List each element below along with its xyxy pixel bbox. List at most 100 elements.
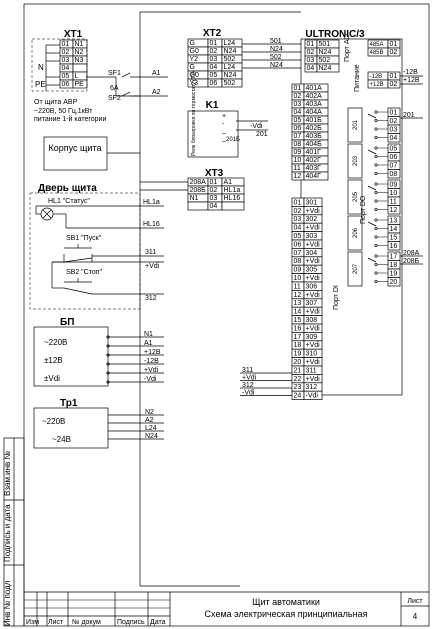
ultronic-do-pin: 02 [390,118,398,125]
ultronic-di-wire: 305 [306,267,318,274]
xt3-row-wire-in: 208А [190,179,207,186]
ultronic-do-relay-symbol [367,185,377,191]
ultronic-di-pin: 17 [294,334,302,341]
ultronic-di-pin: 01 [294,199,302,206]
ultronic-ai-pin: 11 [294,165,301,172]
door-sb2-label: SB2 "Стоп" [66,269,103,276]
tr1-output-label: N24 [145,433,158,440]
ultronic-di-pin: 14 [294,309,302,316]
k1-out-201: 201 [256,131,268,138]
ultronic-ai-pin: 04 [294,109,302,116]
ultronic-ai-wire: 402А [306,93,323,100]
ultronic-ao-wire: 502 [319,57,331,64]
xt1-title: XT1 [64,29,83,40]
ultronic-di-wire: 306 [306,283,318,290]
xt1-terminal-wire: PE [75,81,85,88]
xt2-row-signal: G0 [190,48,199,55]
ultronic-di-pin: 03 [294,216,302,223]
door-wire-vdi: +Vdi [145,263,160,270]
bp-output-label: N1 [144,331,153,338]
ultronic-do-group-label: 207 [353,263,359,274]
tr1-output-label: N2 [145,409,154,416]
side-label-inv: Инв № подл [3,580,12,626]
ultronic-do-group-box [347,251,363,287]
xt2-row-signal: Y2 [190,56,199,63]
ultronic-ai-wire: 401А [306,85,323,92]
ultronic-rs485-label: 485В [370,50,384,56]
bp-output-label: +12В [144,349,161,356]
ultronic-rs485-pin: 01 [390,41,398,48]
ultronic-do-group-label: 206 [353,227,359,238]
xt3-title: XT3 [205,168,224,179]
xt3-row-wire-in: N1 [190,195,199,202]
bp-output-pin [106,335,110,339]
door-wire-hl16: HL16 [143,221,160,228]
sheet-frame [23,3,430,627]
door-hl-label: HL1 "Статус" [48,198,90,205]
xt2-row-signal: G [190,40,195,47]
ultronic-rs485-pin: 02 [390,49,398,56]
tr1-output-label: A2 [145,417,154,424]
xt3-row-number: 04 [210,203,218,210]
door-wire-311: 311 [145,249,156,256]
xt1-terminal-wire: N2 [75,49,84,56]
ultronic-di-wire: +Vdi [306,241,321,248]
xt2-title: XT2 [203,28,222,39]
ultronic-ao-pin: 02 [307,49,315,56]
ultronic-pit-label: Питание [354,64,361,92]
ultronic-pit-label: -12В [370,74,383,80]
ultronic-di-wire: +Vdi [306,258,321,265]
door-title: Дверь щита [38,183,97,194]
xt1-note-2: ~220В, 50 Гц,1кВт [34,108,93,115]
korpus-label-1: Корпус щита [49,143,102,153]
ultronic-ai-wire: 403А [306,101,323,108]
xt2-row-number: 04 [210,64,218,71]
ultronic-ao-wire: 501 [319,41,331,48]
ultronic-di-pin: 23 [294,384,302,391]
ultronic-di-wire: +Vdi [306,275,321,282]
k1-out-vdi: -Vdi [250,123,263,130]
xt2-row-wire: 502 [224,80,236,87]
xt2-row-signal: G [190,64,195,71]
bp-title: БП [60,317,74,328]
ultronic-di-pin: 18 [294,342,302,349]
ultronic-ai-wire: 401Г [306,149,322,156]
ultronic-di-pin: 11 [294,283,301,290]
stamp-list-label: Лист [407,598,423,605]
ultronic-di-wire: +Vdi [306,342,321,349]
ultronic-di-pin: 20 [294,359,302,366]
k1-vertical-label: Реле блокировки по термостату (ТЗ) [191,71,197,156]
ultronic-do-pin: 06 [390,154,398,161]
xt1-label-pe: PE [35,80,46,89]
xt1-input-dashed-box [31,38,88,92]
ultronic-di-wire: +Vdi [306,208,321,215]
xt2-row-wire: N24 [224,48,237,55]
ultronic-do-group-label: 203 [353,155,359,166]
xt2-row-number: 02 [210,48,218,55]
ultronic-do-pin: 05 [390,146,398,153]
ultronic-do-group-box [347,107,363,143]
stamp-col-izm: Изм [26,619,39,626]
k1-pin-plus: + [222,113,226,120]
xt1-terminal-number: 06 [62,81,70,88]
ultronic-ai-wire: 404А [306,109,323,116]
ultronic-di-input-label: 311 [242,367,253,374]
title-block: Изм Лист № докум Подпись Дата Щит автома… [24,591,429,626]
stamp-list-number: 4 [413,612,418,621]
ultronic-do-group-box [347,179,363,215]
ultronic-port-di-label: Порт DI [333,285,340,310]
xt1-terminal-wire-cell [72,63,88,73]
ultronic-ai-wire: 404Г [306,173,322,180]
ultronic-di-pin: 02 [294,208,302,215]
bp-label-220: ~220В [44,338,67,347]
sf1-switch-symbol [121,72,131,78]
bp-output-pin [106,344,110,348]
ultronic-pit-label: +12В [370,82,384,88]
ultronic-di-wire: +Vdi [306,376,321,383]
xt1-breaker-rating: 6A [110,85,119,92]
ultronic-di-wire: 303 [306,233,318,240]
xt2-row-number: 03 [210,56,218,63]
ultronic-ao-pin: 04 [307,65,315,72]
sf2-switch-symbol [121,91,131,97]
